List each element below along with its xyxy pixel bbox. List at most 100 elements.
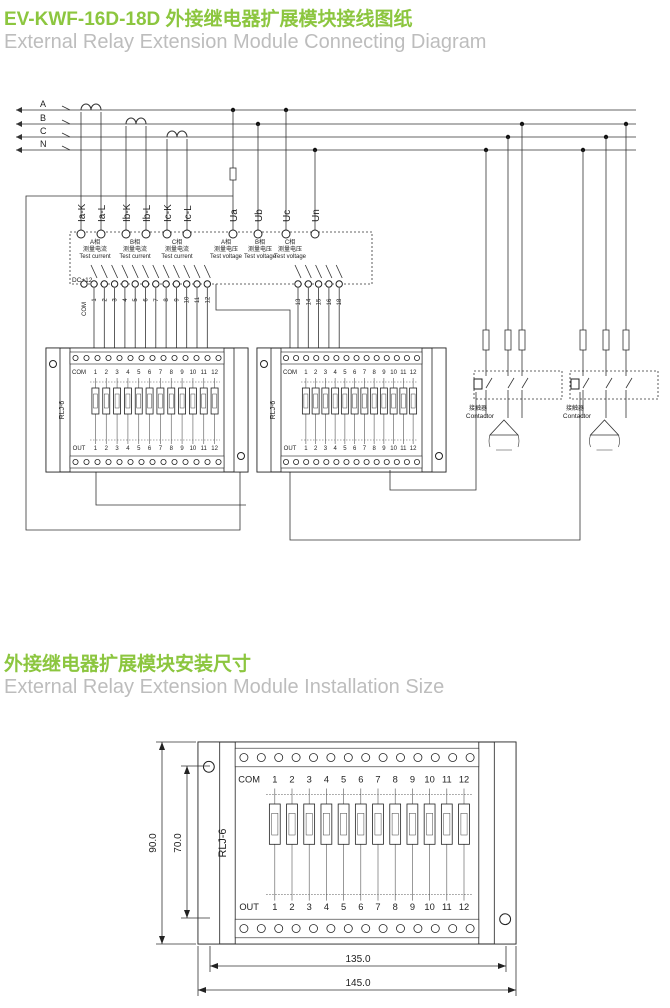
ctrl-num-11: 11 xyxy=(195,296,201,303)
install-com-num-3: 3 xyxy=(307,774,312,784)
phase-arrow-n xyxy=(16,147,22,153)
install-relay-coil-11 xyxy=(460,813,468,836)
terminal-label-ia-l: Ia-L xyxy=(97,204,108,222)
module-1-out-num-3: 3 xyxy=(115,446,119,452)
ctrl-wire-cross xyxy=(215,284,291,354)
module-1-bot-screw-10 xyxy=(182,458,189,465)
module-1-top-screw-13 xyxy=(215,354,222,361)
ctrl-num-18: 18 xyxy=(337,298,343,305)
meter-box xyxy=(69,231,373,285)
terminal-label-ib-l: Ib-L xyxy=(142,204,153,222)
module-2-out-num-12: 12 xyxy=(410,446,417,452)
voltage-fuse xyxy=(229,167,237,181)
dc-label: DC+12 xyxy=(72,277,93,284)
module-2-com-num-4: 4 xyxy=(333,370,337,376)
module-1-com-num-9: 9 xyxy=(180,370,184,376)
module-2-bot-screw-13 xyxy=(413,458,420,465)
terminal-circle-uc xyxy=(281,229,291,239)
ctrl-num-15: 15 xyxy=(317,298,323,305)
voltage-cn-label-2: 测量电压 xyxy=(278,245,302,253)
module-2-bot-screw-9 xyxy=(373,458,380,465)
module-1-relay-coil-3 xyxy=(125,393,131,409)
module-1-com-num-10: 10 xyxy=(190,370,197,376)
install-bot-screw-12 xyxy=(448,924,458,933)
module-1-top-screw-9 xyxy=(171,354,178,361)
module-1-module: COMOUTRLJ-611223344556677889910101111121… xyxy=(45,347,249,473)
dim-height-inner-arrow-bot xyxy=(184,910,190,918)
ctrl-num-7: 7 xyxy=(154,298,160,302)
module-1-out-num-12: 12 xyxy=(211,446,218,452)
voltage-cn-label-1: 测量电压 xyxy=(248,245,272,253)
phase-label-n: N xyxy=(40,139,47,149)
contactor-0-coil xyxy=(473,378,483,390)
ctrl-num-5: 5 xyxy=(133,298,139,302)
contactor-1-fuse-0 xyxy=(579,329,587,351)
dim-width-outer-label: 145.0 xyxy=(345,978,370,989)
install-out-label: OUT xyxy=(239,902,259,912)
module-1-relay-coil-4 xyxy=(136,393,141,409)
ctrl-num-6: 6 xyxy=(144,298,150,302)
module-1-relay-coil-2 xyxy=(114,393,120,409)
module-2-bot-screw-3 xyxy=(313,458,320,465)
module-1-relay-coil-11 xyxy=(212,393,217,409)
module-2-bot-screw-7 xyxy=(353,458,360,465)
ctrl-num-16: 16 xyxy=(327,298,333,305)
module-1-bot-screw-5 xyxy=(127,458,134,465)
ctrl-switch-6 xyxy=(142,264,149,279)
module-2-out-num-2: 2 xyxy=(314,446,318,452)
ctrl-num-8: 8 xyxy=(164,298,170,302)
install-model-label: RLJ-6 xyxy=(217,829,229,858)
phase-label-a: A xyxy=(40,99,46,109)
ctrl-switch-b-2 xyxy=(315,264,322,279)
dim-width-outer-arrow-l xyxy=(198,987,206,993)
install-top-screw-10 xyxy=(413,753,423,762)
contactor-1-contact-0 xyxy=(582,377,590,389)
contactor-box-2 xyxy=(569,370,659,400)
module-1-com-num-11: 11 xyxy=(201,370,208,376)
module-2-relay-coil-6 xyxy=(362,393,367,409)
module-1-bot-screw-9 xyxy=(171,458,178,465)
module-1-com-num-4: 4 xyxy=(126,370,130,376)
install-com-num-5: 5 xyxy=(341,774,346,784)
module-2-out-num-10: 10 xyxy=(390,446,397,452)
module-2-right-ear xyxy=(431,347,447,473)
module-2-com-num-12: 12 xyxy=(410,370,417,376)
install-com-label: COM xyxy=(238,774,260,784)
terminal-circle-ic-l xyxy=(182,229,192,239)
module-1-model-label: RLJ-6 xyxy=(59,401,66,420)
ctrl-switch-1 xyxy=(90,264,98,279)
ctrl-terminal-3 xyxy=(110,280,119,288)
install-relay-coil-8 xyxy=(409,813,416,836)
installation-title-cn: 外接继电器扩展模块安装尺寸 xyxy=(4,654,252,675)
terminal-label-ic-l: Ic-L xyxy=(183,205,194,222)
current-phase-label-2: C相 xyxy=(172,238,182,246)
module-2-out-num-4: 4 xyxy=(333,446,337,452)
contactor-1-fuse-1 xyxy=(602,329,610,351)
ct-coil-0 xyxy=(80,103,102,111)
phase-arrow-b xyxy=(16,121,22,127)
module-2-relay-coil-2 xyxy=(323,393,328,409)
module-2-top-screw-12 xyxy=(403,354,410,361)
ctrl-terminal-4 xyxy=(121,280,129,288)
module-2-top-screw-8 xyxy=(363,354,370,361)
module-2-relay-coil-11 xyxy=(410,393,416,409)
install-top-screw-3 xyxy=(291,753,301,762)
diagram-title-cn: EV-KWF-16D-18D 外接继电器扩展模块接线图纸 xyxy=(4,9,413,30)
module-1-top-screw-4 xyxy=(116,354,123,361)
module-2-com-num-11: 11 xyxy=(400,370,407,376)
diagram-title-en: External Relay Extension Module Connecti… xyxy=(4,31,487,53)
module-1-left-ear xyxy=(45,347,61,473)
module-2-com-num-9: 9 xyxy=(382,370,386,376)
module-2-out-num-9: 9 xyxy=(382,446,386,452)
contactor-1-load-mark xyxy=(589,434,620,451)
ctrl-terminal-5 xyxy=(131,280,139,288)
module-2-com-num-10: 10 xyxy=(390,370,397,376)
voltage-cn-label-0: 测量电压 xyxy=(214,245,238,253)
module-1-out-num-4: 4 xyxy=(126,446,130,452)
module-1-out-num-10: 10 xyxy=(190,446,197,452)
ctrl-terminal-12 xyxy=(203,280,212,288)
phase-label-b: B xyxy=(40,113,46,123)
module-1-top-strip xyxy=(69,351,225,365)
ctrl-num-10: 10 xyxy=(185,296,191,303)
return-wire-bottom xyxy=(289,470,420,541)
